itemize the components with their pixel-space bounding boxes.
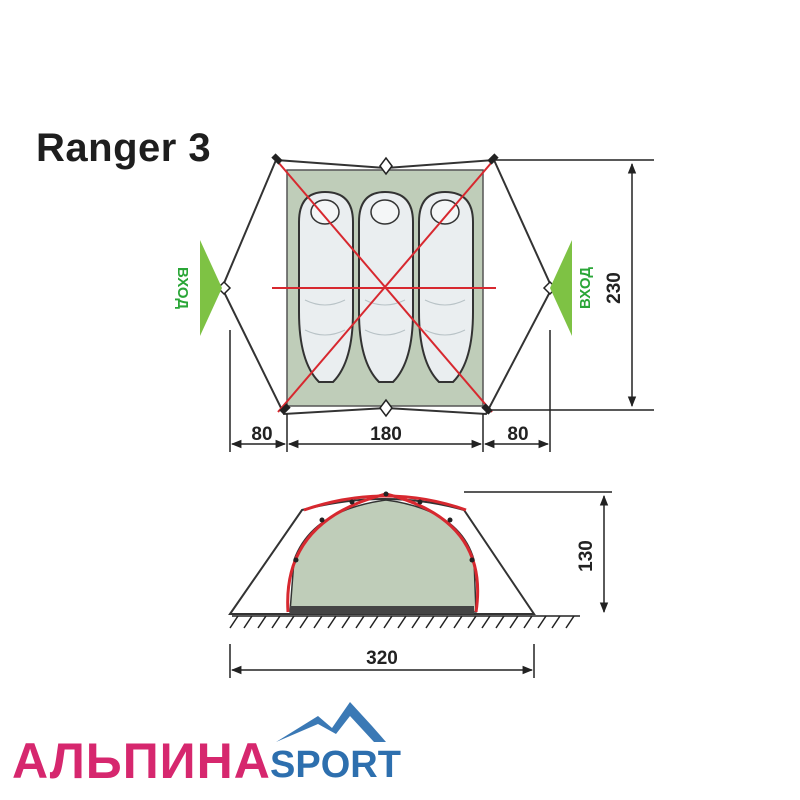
length-dimensions — [229, 330, 551, 452]
floor — [290, 606, 474, 614]
entrance-left-marker — [200, 240, 222, 336]
logo-brand: АЛЬПИНА — [12, 733, 271, 789]
entrance-right-marker — [550, 240, 572, 336]
total-length-dimension — [229, 644, 535, 678]
vestibule-left-label: 80 — [251, 424, 272, 445]
pole-clips — [293, 491, 475, 563]
width-dimension — [486, 159, 654, 411]
width-label: 230 — [604, 272, 625, 304]
plan-view: ВХОД ВХОД 230 80 180 80 — [174, 153, 654, 452]
logo-sub: SPORT — [270, 744, 401, 786]
entrance-left-label: ВХОД — [174, 267, 191, 309]
height-dimension — [464, 491, 612, 614]
vestibule-right-label: 80 — [507, 424, 528, 445]
ground — [229, 615, 580, 629]
inner-side — [289, 499, 477, 613]
diagram-title: Ranger 3 — [36, 126, 212, 170]
height-label: 130 — [576, 540, 597, 572]
poles — [272, 161, 496, 413]
side-view: 130 320 — [228, 491, 612, 678]
total-length-label: 320 — [366, 648, 398, 669]
entrance-right-label: ВХОД — [577, 267, 594, 309]
logo-mountains — [276, 702, 386, 742]
inner-length-label: 180 — [370, 424, 402, 445]
